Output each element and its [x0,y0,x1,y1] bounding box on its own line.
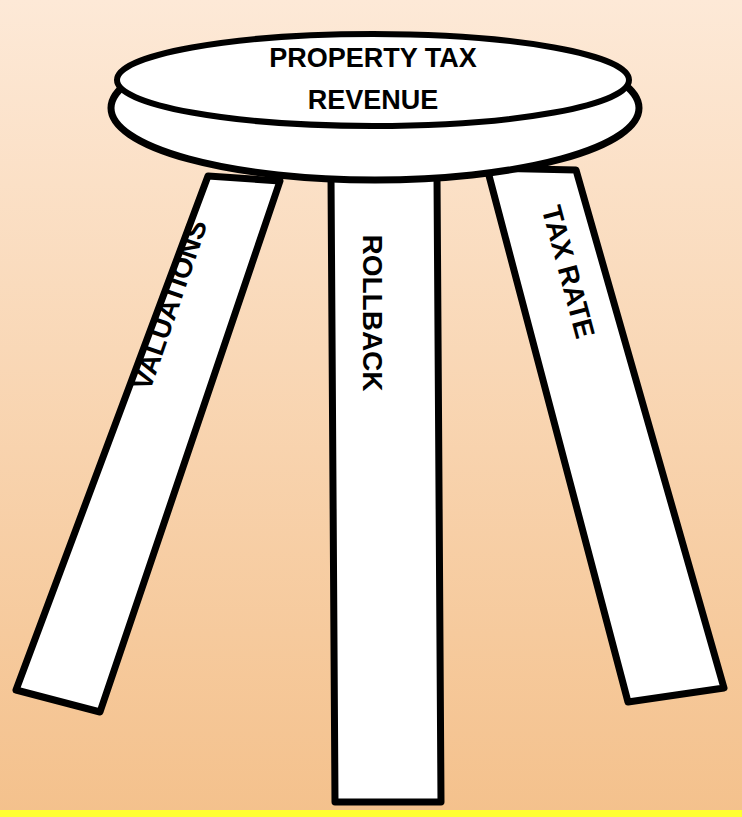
seat-label: PROPERTY TAX REVENUE [238,38,508,122]
node-shape [480,160,730,710]
seat-top [117,34,629,126]
leg-outline [487,168,724,702]
stool-leg: VALUATIONS [10,170,295,720]
stool-leg: TAX RATE [480,160,730,710]
leg-outline [16,176,280,712]
stool-leg: ROLLBACK [320,170,450,810]
leg-outline [331,176,441,802]
leg-label: ROLLBACK [355,234,389,391]
node-shape [10,170,295,720]
stool-seat: PROPERTY TAX REVENUE [105,28,650,188]
bottom-band [0,810,742,817]
